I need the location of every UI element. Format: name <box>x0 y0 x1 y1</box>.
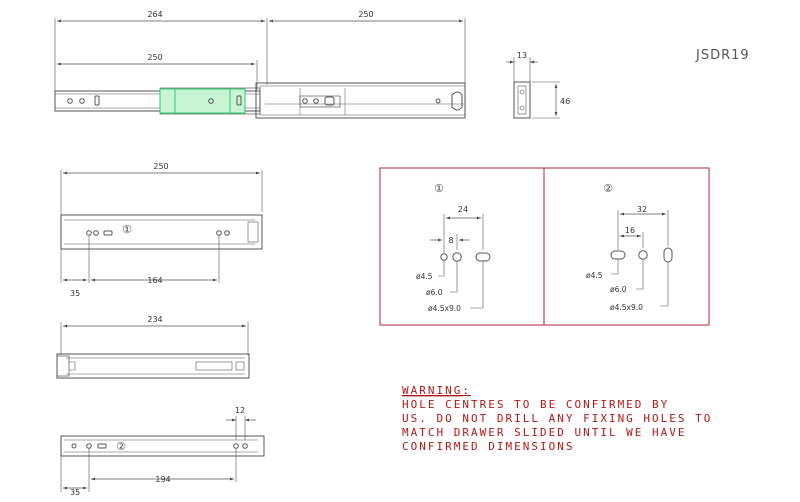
dim-side1-offset: 35 <box>70 289 80 298</box>
side-view-1 <box>60 170 263 283</box>
dim-overall: 264 <box>147 10 162 19</box>
warning-line: MATCH DRAWER SLIDED UNTIL WE HAVE <box>402 426 687 439</box>
product-code: JSDR19 <box>695 48 750 63</box>
dim-side2-length: 234 <box>147 315 162 324</box>
dim-side1-length: 250 <box>153 162 168 171</box>
warning-line: US. DO NOT DRILL ANY FIXING HOLES TO <box>402 412 712 425</box>
hole-detail-box <box>379 167 710 326</box>
dim-extension: 250 <box>358 10 373 19</box>
warning-line: CONFIRMED DIMENSIONS <box>402 440 574 453</box>
hole-detail-right <box>610 210 673 307</box>
dim-end-width: 13 <box>517 51 527 60</box>
dim-end-height: 46 <box>560 97 570 106</box>
detail1-slot: ø4.5x9.0 <box>428 304 461 313</box>
dim-side3-spacing: 194 <box>155 475 170 484</box>
dim-rail: 250 <box>147 53 162 62</box>
detail1-spacing-outer: 24 <box>458 205 468 214</box>
detail1-spacing-inner: 8 <box>448 236 453 245</box>
detail2-spacing-inner: 16 <box>625 226 635 235</box>
detail2-hole-a: ø4.5 <box>586 271 603 280</box>
detail2-spacing-outer: 32 <box>637 205 647 214</box>
detail2-hole-b: ø6.0 <box>610 285 627 294</box>
detail1-hole-b: ø6.0 <box>426 288 443 297</box>
detail2-marker: ② <box>603 182 613 195</box>
detail1-marker: ① <box>434 182 444 195</box>
detail2-slot: ø4.5x9.0 <box>610 303 643 312</box>
warning-title: WARNING: <box>402 384 471 397</box>
warning-line: HOLE CENTRES TO BE CONFIRMED BY <box>402 398 669 411</box>
end-view <box>506 57 560 119</box>
dim-side1-spacing: 164 <box>147 276 162 285</box>
detail1-hole-a: ø4.5 <box>416 272 433 281</box>
side1-marker: ① <box>122 223 132 236</box>
dim-side3-end: 12 <box>235 406 245 415</box>
hole-detail-left <box>430 214 491 309</box>
side-view-2 <box>56 322 250 379</box>
top-view <box>54 18 466 119</box>
dim-side3-offset: 35 <box>70 488 80 497</box>
side3-marker: ② <box>116 440 126 453</box>
side-view-3 <box>60 416 265 492</box>
